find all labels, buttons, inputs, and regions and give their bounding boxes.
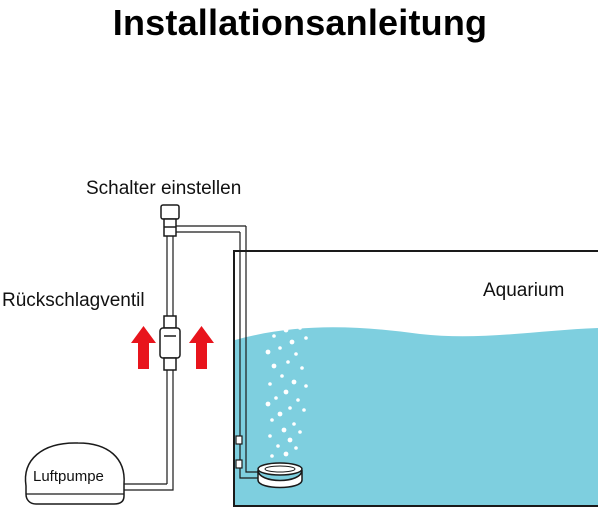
bubble	[288, 406, 292, 410]
bubble	[270, 418, 274, 422]
flow-arrow-left	[131, 326, 156, 369]
bubble	[268, 382, 272, 386]
bubble	[292, 422, 296, 426]
bubble	[289, 339, 295, 345]
bubble	[287, 437, 293, 443]
air-pump	[24, 442, 125, 505]
aquarium-water	[235, 327, 598, 506]
bubble	[277, 411, 283, 417]
bubble	[283, 451, 289, 457]
check-valve	[159, 315, 181, 371]
label-air-pump: Luftpumpe	[33, 468, 104, 485]
bubble	[278, 346, 282, 350]
bubble	[294, 446, 298, 450]
flow-arrows	[131, 326, 214, 369]
bubble	[281, 427, 287, 433]
bubble	[276, 444, 280, 448]
bubble	[300, 366, 304, 370]
bubble	[265, 349, 271, 355]
page-title: Installationsanleitung	[112, 2, 488, 43]
bubble	[294, 352, 298, 356]
bubble	[283, 389, 289, 395]
bubble	[291, 379, 297, 385]
bubble	[265, 401, 271, 407]
bubble	[298, 430, 302, 434]
bubble	[304, 384, 308, 388]
bubble	[280, 374, 284, 378]
bubble	[283, 327, 289, 333]
bubble	[298, 326, 302, 330]
bubble	[270, 454, 274, 458]
suction-cups	[235, 435, 243, 469]
bubble	[296, 398, 300, 402]
label-switch: Schalter einstellen	[86, 178, 241, 199]
bubble	[302, 408, 306, 412]
bubble	[272, 334, 276, 338]
bubble	[268, 434, 272, 438]
label-check-valve: Rückschlagventil	[2, 290, 145, 311]
bubble	[304, 336, 308, 340]
air-bubbles	[265, 326, 308, 458]
bubble	[286, 360, 290, 364]
flow-arrow-right	[189, 326, 214, 369]
air-stone	[257, 462, 303, 489]
aquarium-tank	[233, 250, 598, 507]
bubble	[271, 363, 277, 369]
label-aquarium: Aquarium	[483, 280, 564, 301]
bubble	[274, 396, 278, 400]
adjustment-switch	[160, 204, 180, 237]
